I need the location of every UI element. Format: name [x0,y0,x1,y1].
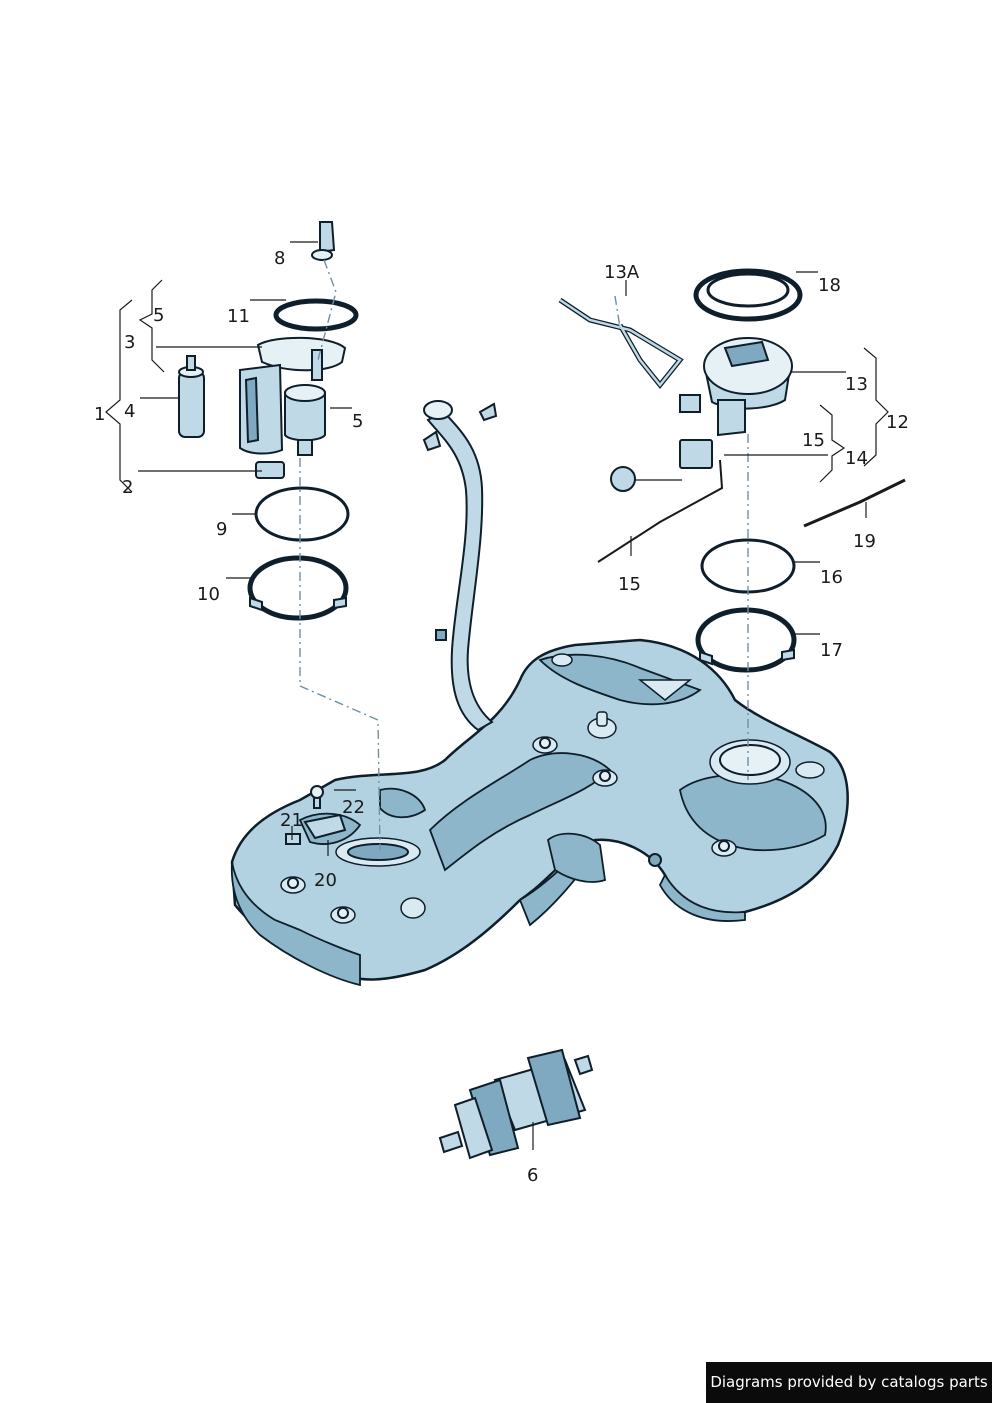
label-part-13: 13 [845,374,868,395]
o-ring-9 [254,486,350,542]
retaining-ring-18 [693,268,803,322]
fuel-pump-module [239,336,347,479]
label-part-10: 10 [197,584,220,605]
catalog-credit-banner: Diagrams provided by catalogs parts [706,1362,992,1403]
label-part-15-lower: 15 [618,574,641,595]
fuel-tank [230,638,849,987]
label-part-20: 20 [314,870,337,891]
locking-ring-10 [247,555,349,621]
return-pipe-13a-fill [559,298,682,388]
label-part-4: 4 [124,401,135,422]
label-part-22: 22 [342,797,365,818]
pipe-connector [311,221,336,261]
label-part-8: 8 [274,248,285,269]
label-part-6: 6 [527,1165,538,1186]
label-part-13a: 13A [604,262,640,283]
control-unit-bracket [285,785,347,845]
part-labels: 8 5 11 3 1 4 5 2 9 10 13A 18 13 12 15 14… [94,248,909,1186]
label-part-9: 9 [216,519,227,540]
assembly-axis-lines [299,259,749,851]
label-part-1: 1 [94,404,105,425]
level-sender-14 [597,439,724,563]
label-part-18: 18 [818,275,841,296]
label-part-11: 11 [227,306,250,327]
label-part-3: 3 [124,332,135,353]
filler-neck-pipe [422,400,498,732]
label-part-12: 12 [886,412,909,433]
fuel-sender-flange [679,337,793,437]
label-part-16: 16 [820,567,843,588]
label-part-2: 2 [122,477,133,498]
label-part-15-upper: 15 [802,430,825,451]
o-ring-16 [700,538,796,594]
seal-ring-11 [273,298,359,332]
label-part-14: 14 [845,448,868,469]
label-part-21: 21 [280,810,303,831]
locking-ring-17 [695,607,797,673]
label-part-19: 19 [853,531,876,552]
inline-fuel-filter-6 [438,1048,594,1160]
leader-lines [105,241,889,1150]
label-part-5-lower: 5 [352,411,363,432]
label-part-17: 17 [820,640,843,661]
cable-tie-19 [803,478,906,528]
fuel-filter-cylinder [178,355,205,438]
label-part-5-upper: 5 [153,305,164,326]
